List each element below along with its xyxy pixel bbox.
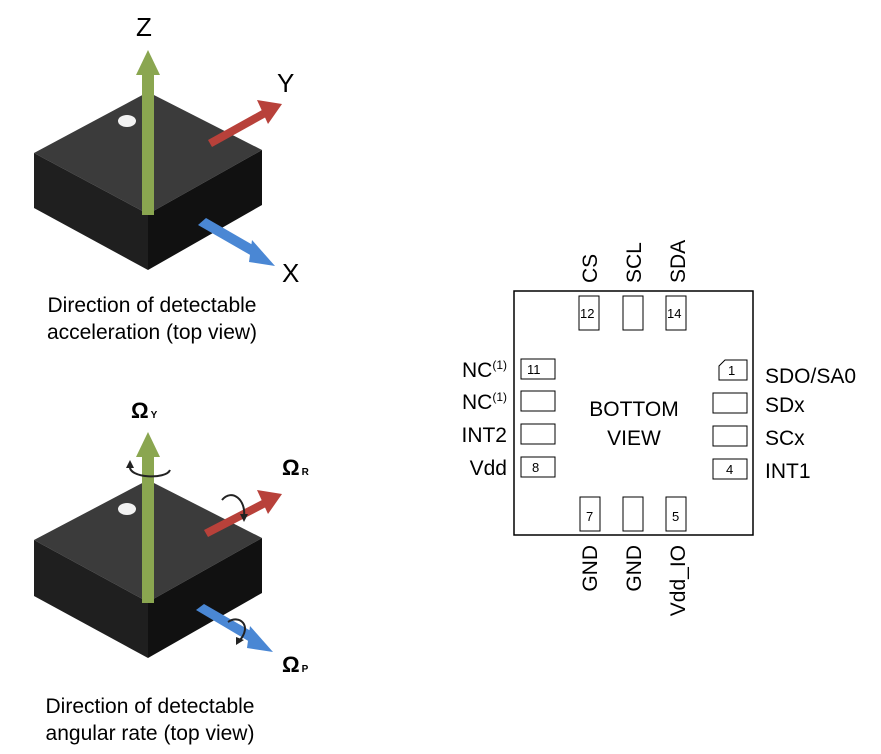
left-pads: 11 8 bbox=[520, 358, 556, 478]
accel-x-arrow bbox=[198, 218, 275, 266]
pad-14-number: 14 bbox=[667, 306, 681, 321]
right-pads: 1 4 bbox=[712, 359, 748, 480]
pad-7-number: 7 bbox=[586, 509, 593, 524]
pin-label-int1: INT1 bbox=[765, 460, 811, 483]
accel-caption-line-2: acceleration (top view) bbox=[46, 321, 258, 344]
pitch-rotation-icon bbox=[227, 618, 246, 641]
axis-label-z: Z bbox=[136, 12, 152, 42]
pad-11 bbox=[520, 358, 556, 380]
package-center-label-1: BOTTOM bbox=[589, 398, 678, 421]
gyro-pin1-dot bbox=[118, 503, 136, 515]
pad-8 bbox=[520, 456, 556, 478]
accel-chip-left-face bbox=[34, 153, 148, 270]
pin-label-gnd-1: GND bbox=[579, 545, 602, 592]
pin-label-scx: SCx bbox=[765, 427, 805, 450]
accel-caption-line-1: Direction of detectable bbox=[47, 294, 257, 317]
pad-5 bbox=[665, 496, 687, 532]
pad-5-number: 5 bbox=[672, 509, 679, 524]
package-center-label-2: VIEW bbox=[607, 427, 661, 450]
pin-label-sda: SDA bbox=[667, 240, 690, 283]
pad-1-number: 1 bbox=[728, 363, 735, 378]
pad-9 bbox=[520, 423, 556, 445]
pin-label-cs: CS bbox=[579, 254, 602, 283]
pad-12-number: 12 bbox=[580, 306, 594, 321]
gyro-yaw-arrow bbox=[126, 432, 171, 603]
gyro-caption-line-2: angular rate (top view) bbox=[45, 722, 255, 745]
gyro-chip-left-face bbox=[34, 540, 148, 658]
accel-caption: Direction of detectable acceleration (to… bbox=[2, 292, 302, 346]
gyro-pitch-arrow bbox=[196, 604, 273, 652]
pin-label-vdd-io: Vdd_IO bbox=[667, 545, 690, 616]
gyro-caption: Direction of detectable angular rate (to… bbox=[0, 693, 300, 747]
roll-rotation-icon bbox=[221, 494, 246, 517]
pin-label-scl: SCL bbox=[623, 242, 646, 283]
accel-chip-right-face bbox=[148, 150, 262, 270]
pad-4-number: 4 bbox=[726, 462, 733, 477]
pad-6 bbox=[622, 496, 644, 532]
pad-14 bbox=[665, 295, 687, 331]
pad-2 bbox=[712, 392, 748, 414]
pin-label-vdd: Vdd bbox=[470, 457, 507, 480]
pad-13 bbox=[622, 295, 644, 331]
pad-11-number: 11 bbox=[527, 362, 541, 377]
pad-7 bbox=[579, 496, 601, 532]
accel-pin1-dot bbox=[118, 115, 136, 127]
pin-label-nc-2: NC(1) bbox=[462, 390, 507, 414]
pad-10 bbox=[520, 390, 556, 412]
pad-3 bbox=[712, 425, 748, 447]
pin-label-int2: INT2 bbox=[461, 424, 507, 447]
gyro-caption-line-1: Direction of detectable bbox=[45, 695, 255, 718]
pad-4 bbox=[712, 458, 748, 480]
pin-label-gnd-2: GND bbox=[623, 545, 646, 592]
top-pads: 12 14 bbox=[578, 295, 687, 331]
pin-label-nc-1: NC(1) bbox=[462, 358, 507, 382]
axis-label-x: X bbox=[282, 258, 299, 288]
pad-12 bbox=[578, 295, 600, 331]
pin-label-sdo-sa0: SDO/SA0 bbox=[765, 365, 856, 388]
axis-label-y: Y bbox=[277, 68, 294, 98]
pad-1 bbox=[718, 359, 748, 381]
gyro-roll-arrow bbox=[204, 490, 282, 537]
gyro-chip-right-face bbox=[148, 538, 262, 658]
pin-label-sdx: SDx bbox=[765, 394, 805, 417]
accel-y-arrow bbox=[208, 100, 282, 147]
pad-8-number: 8 bbox=[532, 460, 539, 475]
yaw-rotation-icon bbox=[129, 465, 171, 478]
bottom-pads: 7 5 bbox=[579, 496, 687, 532]
accel-z-arrow bbox=[136, 50, 160, 215]
